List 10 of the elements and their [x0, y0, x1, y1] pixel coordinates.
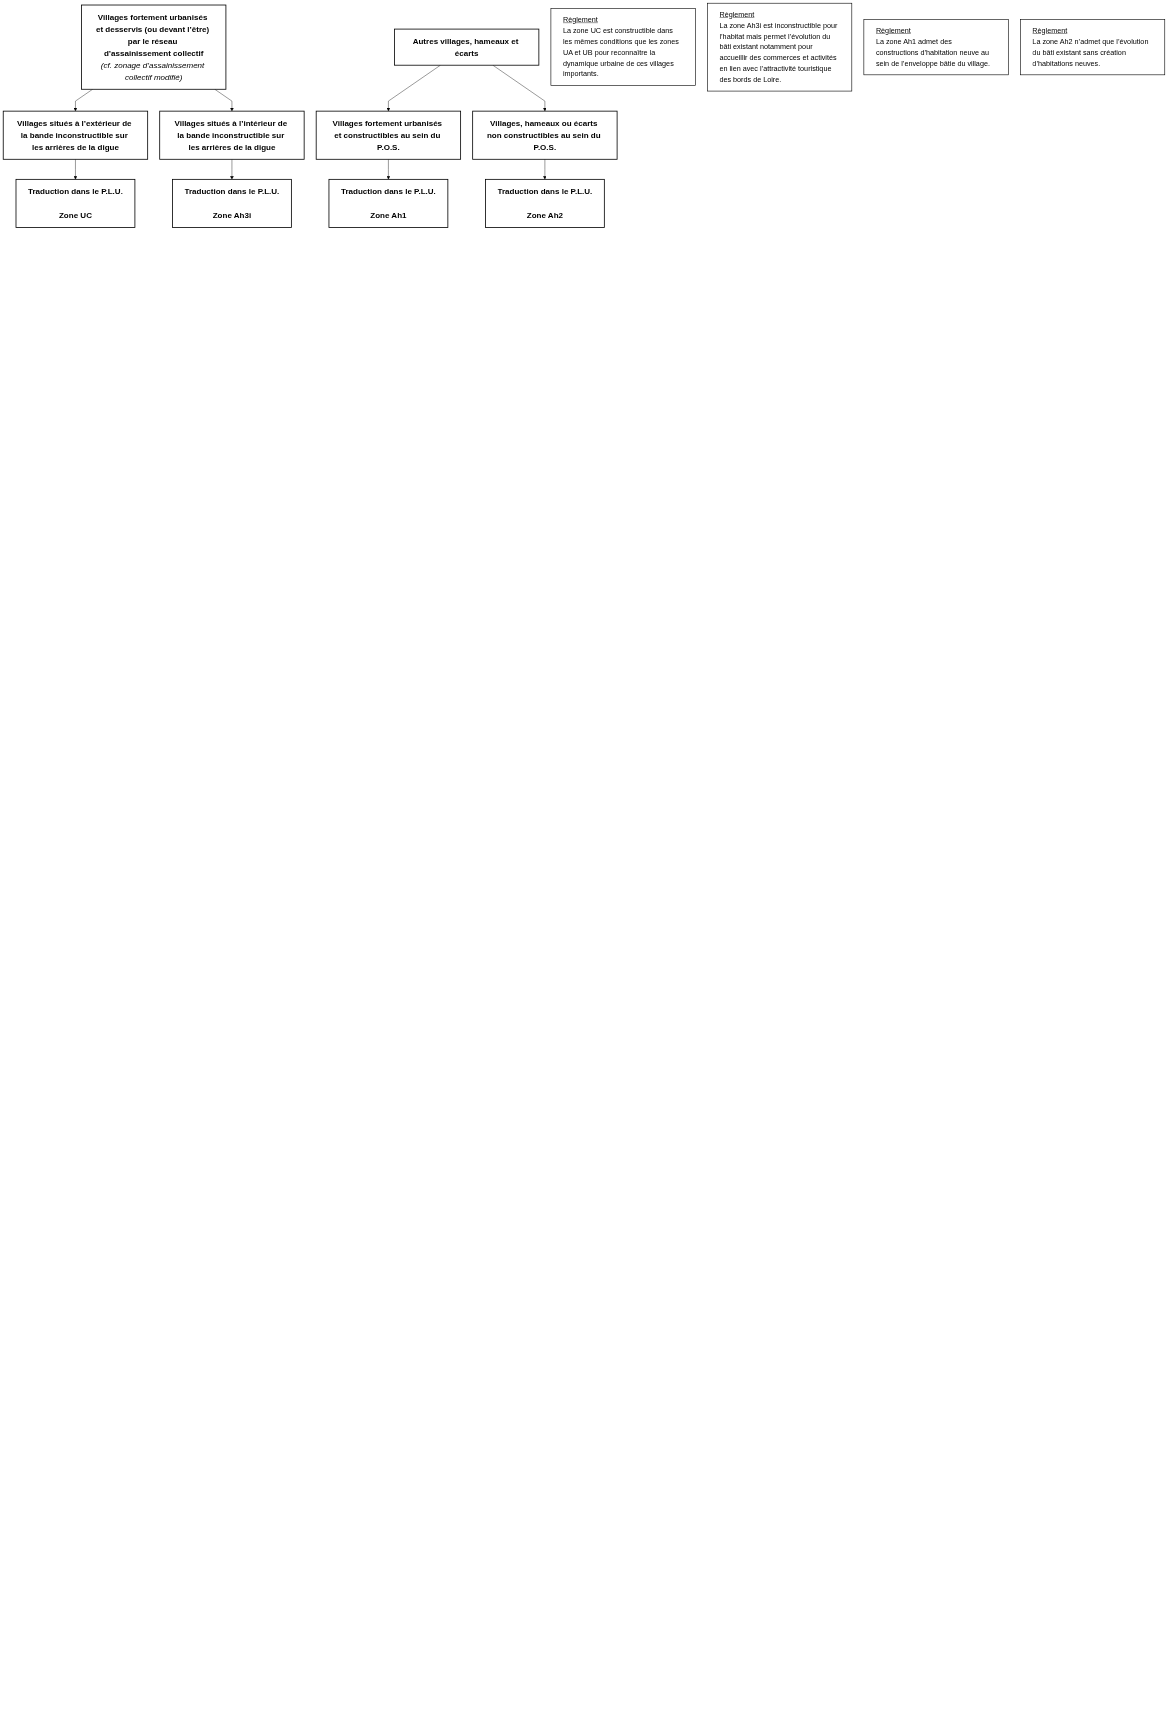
node-box: Villages situés à l’extérieur de la bande inconstructible sur les arrières de la digue: [2, 110, 149, 160]
node-box: Villages, hameaux ou écarts non constructibles au sein du P.O.S.: [472, 110, 618, 160]
node-box: Traduction dans le P.L.U. Zone Ah2: [485, 178, 605, 228]
node-box: Autres villages, hameaux et écarts: [394, 28, 540, 66]
node-box: Traduction dans le P.L.U. Zone UC: [15, 178, 136, 228]
node-box: Villages situés à l’intérieur de la bande inconstructible sur les arrières de la digue: [159, 110, 305, 160]
node-box: Villages fortement urbanisés et constructibles au sein du P.O.S.: [315, 110, 461, 160]
node-box: Traduction dans le P.L.U. Zone Ah1: [328, 178, 449, 228]
node-box: Traduction dans le P.L.U. Zone Ah3i: [172, 178, 292, 228]
node-box: Villages fortement urbanisés et desservis (ou devant l’être) par le réseau d’assainissement collectif (cf. zonage d’assainissement collectif modifié): [81, 4, 227, 90]
